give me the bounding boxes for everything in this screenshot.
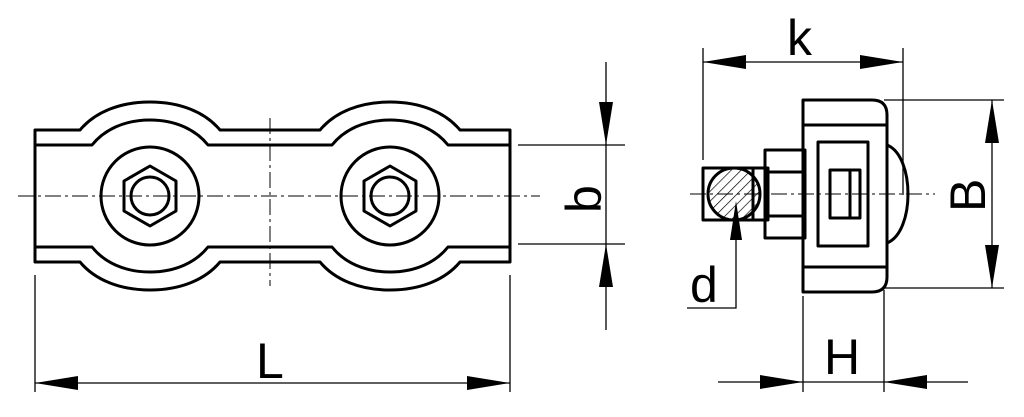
l-arrow-right [467, 376, 510, 390]
depth-label: k [787, 10, 813, 66]
clamp-body-side [801, 98, 889, 294]
k-arrow-right [860, 55, 903, 69]
b-width-arrow-top [985, 100, 999, 143]
hex-nut-right [362, 164, 418, 228]
l-arrow-left [35, 376, 78, 390]
d-leader-arrow [730, 201, 742, 240]
bolt-spacing-label: b [556, 185, 612, 213]
width-label: B [940, 179, 996, 212]
b-width-arrow-bottom [985, 245, 999, 288]
wire-diameter-label: d [690, 257, 718, 313]
front-view: L b [18, 62, 625, 392]
h-arrow-right [884, 375, 927, 389]
clamp-inner-flange-bottom [33, 245, 512, 274]
b-arrow-bottom [599, 244, 613, 287]
side-view: k B d H [687, 10, 1004, 392]
height-label: H [824, 329, 860, 385]
k-arrow-left [703, 55, 746, 69]
hex-nut-left [122, 164, 178, 228]
b-arrow-top [599, 102, 613, 145]
clamp-outer-outline [33, 100, 512, 292]
clamp-inner-flange-top [33, 118, 512, 147]
d-leader-line [687, 228, 737, 309]
length-label: L [256, 333, 284, 389]
h-arrow-left [760, 375, 803, 389]
